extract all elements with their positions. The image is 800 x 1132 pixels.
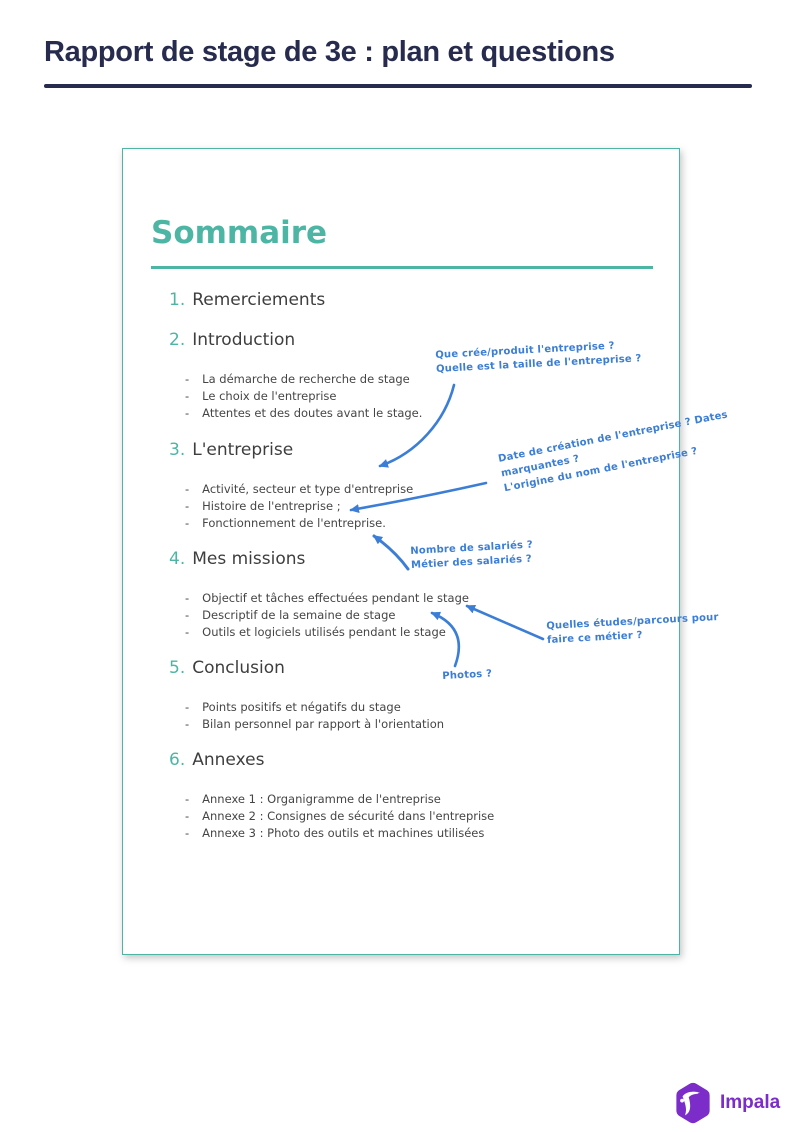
toc-section-annexes: 6. Annexes Annexe 1 : Organigramme de l'e… xyxy=(169,750,494,842)
toc-section-heading: 2. Introduction xyxy=(169,330,422,350)
toc-item: Descriptif de la semaine de stage xyxy=(169,607,469,624)
toc-section-title: Mes missions xyxy=(192,549,306,569)
impala-logo-text: Impala xyxy=(720,1092,781,1113)
page-title: Rapport de stage de 3e : plan et questio… xyxy=(44,36,615,68)
toc-section-title: Remerciements xyxy=(192,290,326,310)
toc-section-heading: 1. Remerciements xyxy=(169,290,325,310)
toc-section-number: 4. xyxy=(169,549,186,569)
toc-section-number: 5. xyxy=(169,658,186,678)
toc-section-entreprise: 3. L'entreprise Activité, secteur et type… xyxy=(169,440,413,532)
toc-section-heading: 3. L'entreprise xyxy=(169,440,413,460)
toc-section-remerciements: 1. Remerciements xyxy=(169,290,325,310)
toc-section-introduction: 2. Introduction La démarche de recherche … xyxy=(169,330,422,422)
toc-section-missions: 4. Mes missions Objectif et tâches effect… xyxy=(169,549,469,641)
annotation-produit: Que crée/produit l'entreprise ? Quelle e… xyxy=(435,340,642,375)
toc-section-title: Introduction xyxy=(192,330,296,350)
toc-section-title: Conclusion xyxy=(192,658,285,678)
toc-section-number: 1. xyxy=(169,290,186,310)
toc-item: Bilan personnel par rapport à l'orientat… xyxy=(169,716,444,733)
toc-item: Activité, secteur et type d'entreprise xyxy=(169,481,413,498)
toc-section-title: L'entreprise xyxy=(192,440,294,460)
toc-section-number: 6. xyxy=(169,750,186,770)
toc-item: Outils et logiciels utilisés pendant le … xyxy=(169,624,469,641)
toc-item: Histoire de l'entreprise ; xyxy=(169,498,413,515)
title-underline xyxy=(44,84,752,88)
document-page: Sommaire 1. Remerciements 2. Introduction … xyxy=(122,148,729,955)
annotation-salaries: Nombre de salariés ? Métier des salariés… xyxy=(410,539,534,571)
toc-item: Annexe 1 : Organigramme de l'entreprise xyxy=(169,791,494,808)
sommaire-underline xyxy=(151,266,653,269)
toc-item: Objectif et tâches effectuées pendant le… xyxy=(169,590,469,607)
toc-section-number: 3. xyxy=(169,440,186,460)
annotation-photos: Photos ? xyxy=(442,668,493,682)
toc-item: Le choix de l'entreprise xyxy=(169,388,422,405)
toc-section-heading: 4. Mes missions xyxy=(169,549,469,569)
impala-logo-icon xyxy=(676,1082,710,1124)
arrow-etudes xyxy=(465,604,545,641)
toc-section-heading: 5. Conclusion xyxy=(169,658,444,678)
toc-item: Annexe 2 : Consignes de sécurité dans l'… xyxy=(169,808,494,825)
toc-section-heading: 6. Annexes xyxy=(169,750,494,770)
toc-section-number: 2. xyxy=(169,330,186,350)
toc-item: Attentes et des doutes avant le stage. xyxy=(169,405,422,422)
annotation-etudes: Quelles études/parcours pour faire ce mé… xyxy=(546,611,719,646)
toc-section-conclusion: 5. Conclusion Points positifs et négatifs… xyxy=(169,658,444,733)
toc-item: Annexe 3 : Photo des outils et machines … xyxy=(169,825,494,842)
toc-item: Points positifs et négatifs du stage xyxy=(169,699,444,716)
toc-section-title: Annexes xyxy=(192,750,265,770)
sommaire-heading: Sommaire xyxy=(151,215,328,251)
annotation-creation: Date de création de l'entreprise ? Dates… xyxy=(497,409,729,495)
toc-item: Fonctionnement de l'entreprise. xyxy=(169,515,413,532)
toc-item: La démarche de recherche de stage xyxy=(169,371,422,388)
impala-logo: Impala xyxy=(674,1082,780,1124)
